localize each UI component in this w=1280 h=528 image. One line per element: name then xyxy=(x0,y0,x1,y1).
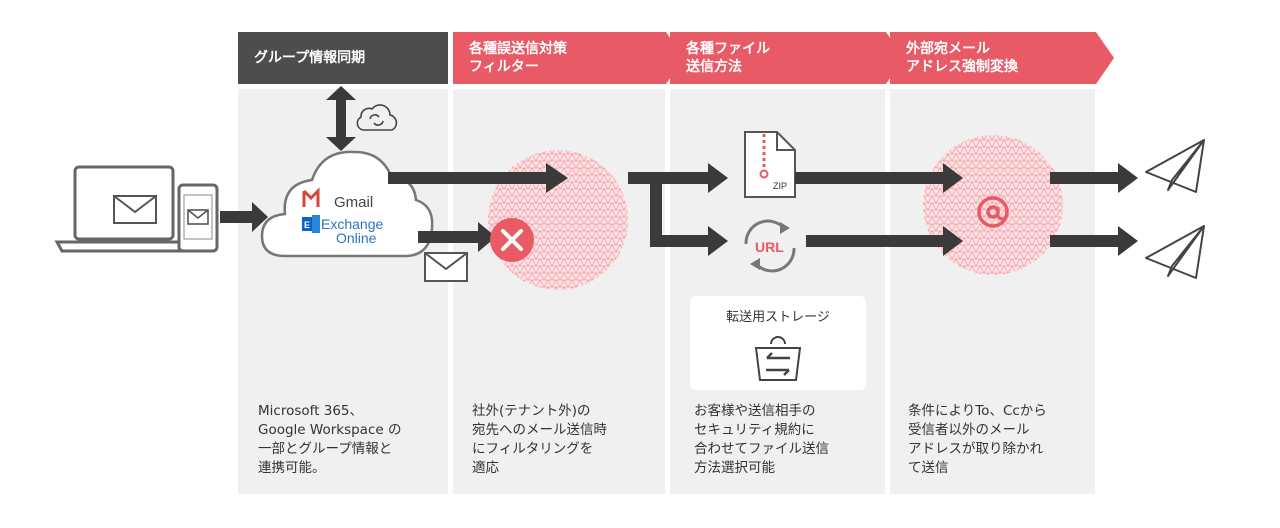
arrow-zip-to-conversion xyxy=(795,163,963,193)
header-group-sync: グループ情報同期 xyxy=(238,32,448,84)
svg-text:E: E xyxy=(304,220,310,230)
exchange-label-line1: Exchange xyxy=(321,216,383,232)
header-misdelivery-filter-label: 各種誤送信対策 フィルター xyxy=(469,41,567,75)
arrow-conversion-to-recipient-2 xyxy=(1050,226,1138,256)
zip-label: ZIP xyxy=(773,181,787,191)
arrow-cloud-to-filter-upper xyxy=(388,163,568,193)
header-address-conversion-label: 外部宛メール アドレス強制変換 xyxy=(906,41,1018,75)
arrow-devices-to-cloud xyxy=(220,202,268,232)
transfer-storage-box: 転送用ストレージ xyxy=(690,296,866,390)
header-file-sending-label: 各種ファイル 送信方法 xyxy=(686,41,770,75)
description-address-conversion: 条件によりTo、Ccから 受信者以外のメール アドレスが取り除かれ て送信 xyxy=(908,403,1047,476)
sync-arrow xyxy=(326,86,356,151)
description-file-sending: お客様や送信相手の セキュリティ規約に 合わせてファイル送信 方法選択可能 xyxy=(694,403,829,476)
reject-x-icon xyxy=(490,218,534,262)
exchange-icon: E xyxy=(302,215,320,233)
transfer-storage-title: 転送用ストレージ xyxy=(726,310,830,325)
paper-plane-icon xyxy=(1145,225,1205,279)
exchange-label-line2: Online xyxy=(336,230,377,246)
envelope-icon xyxy=(113,195,157,224)
rejected-envelope-icon xyxy=(424,252,468,282)
cloud-sync-icon xyxy=(356,104,398,131)
smartphone-icon xyxy=(177,183,219,253)
gmail-icon xyxy=(302,187,320,207)
zip-file-icon: ZIP xyxy=(744,131,796,198)
header-group-sync-label: グループ情報同期 xyxy=(254,50,366,66)
url-cycle-icon: URL xyxy=(744,219,796,273)
header-misdelivery-filter: 各種誤送信対策 フィルター xyxy=(453,32,684,84)
at-sign-icon xyxy=(977,196,1009,228)
description-misdelivery-filter: 社外(テナント外)の 宛先へのメール送信時 にフィルタリングを 適応 xyxy=(472,403,607,476)
url-label: URL xyxy=(755,239,784,255)
arrow-filter-branch xyxy=(628,163,728,256)
arrow-cloud-to-reject xyxy=(418,222,496,252)
description-group-sync: Microsoft 365、 Google Workspace の 一部とグルー… xyxy=(258,403,402,476)
arrow-conversion-to-recipient-1 xyxy=(1050,163,1138,193)
arrow-url-to-conversion xyxy=(806,226,963,256)
header-file-sending: 各種ファイル 送信方法 xyxy=(670,32,904,84)
paper-plane-icon xyxy=(1145,139,1205,193)
transfer-bag-icon xyxy=(754,336,802,381)
gmail-label: Gmail xyxy=(334,194,373,211)
header-address-conversion: 外部宛メール アドレス強制変換 xyxy=(890,32,1114,84)
